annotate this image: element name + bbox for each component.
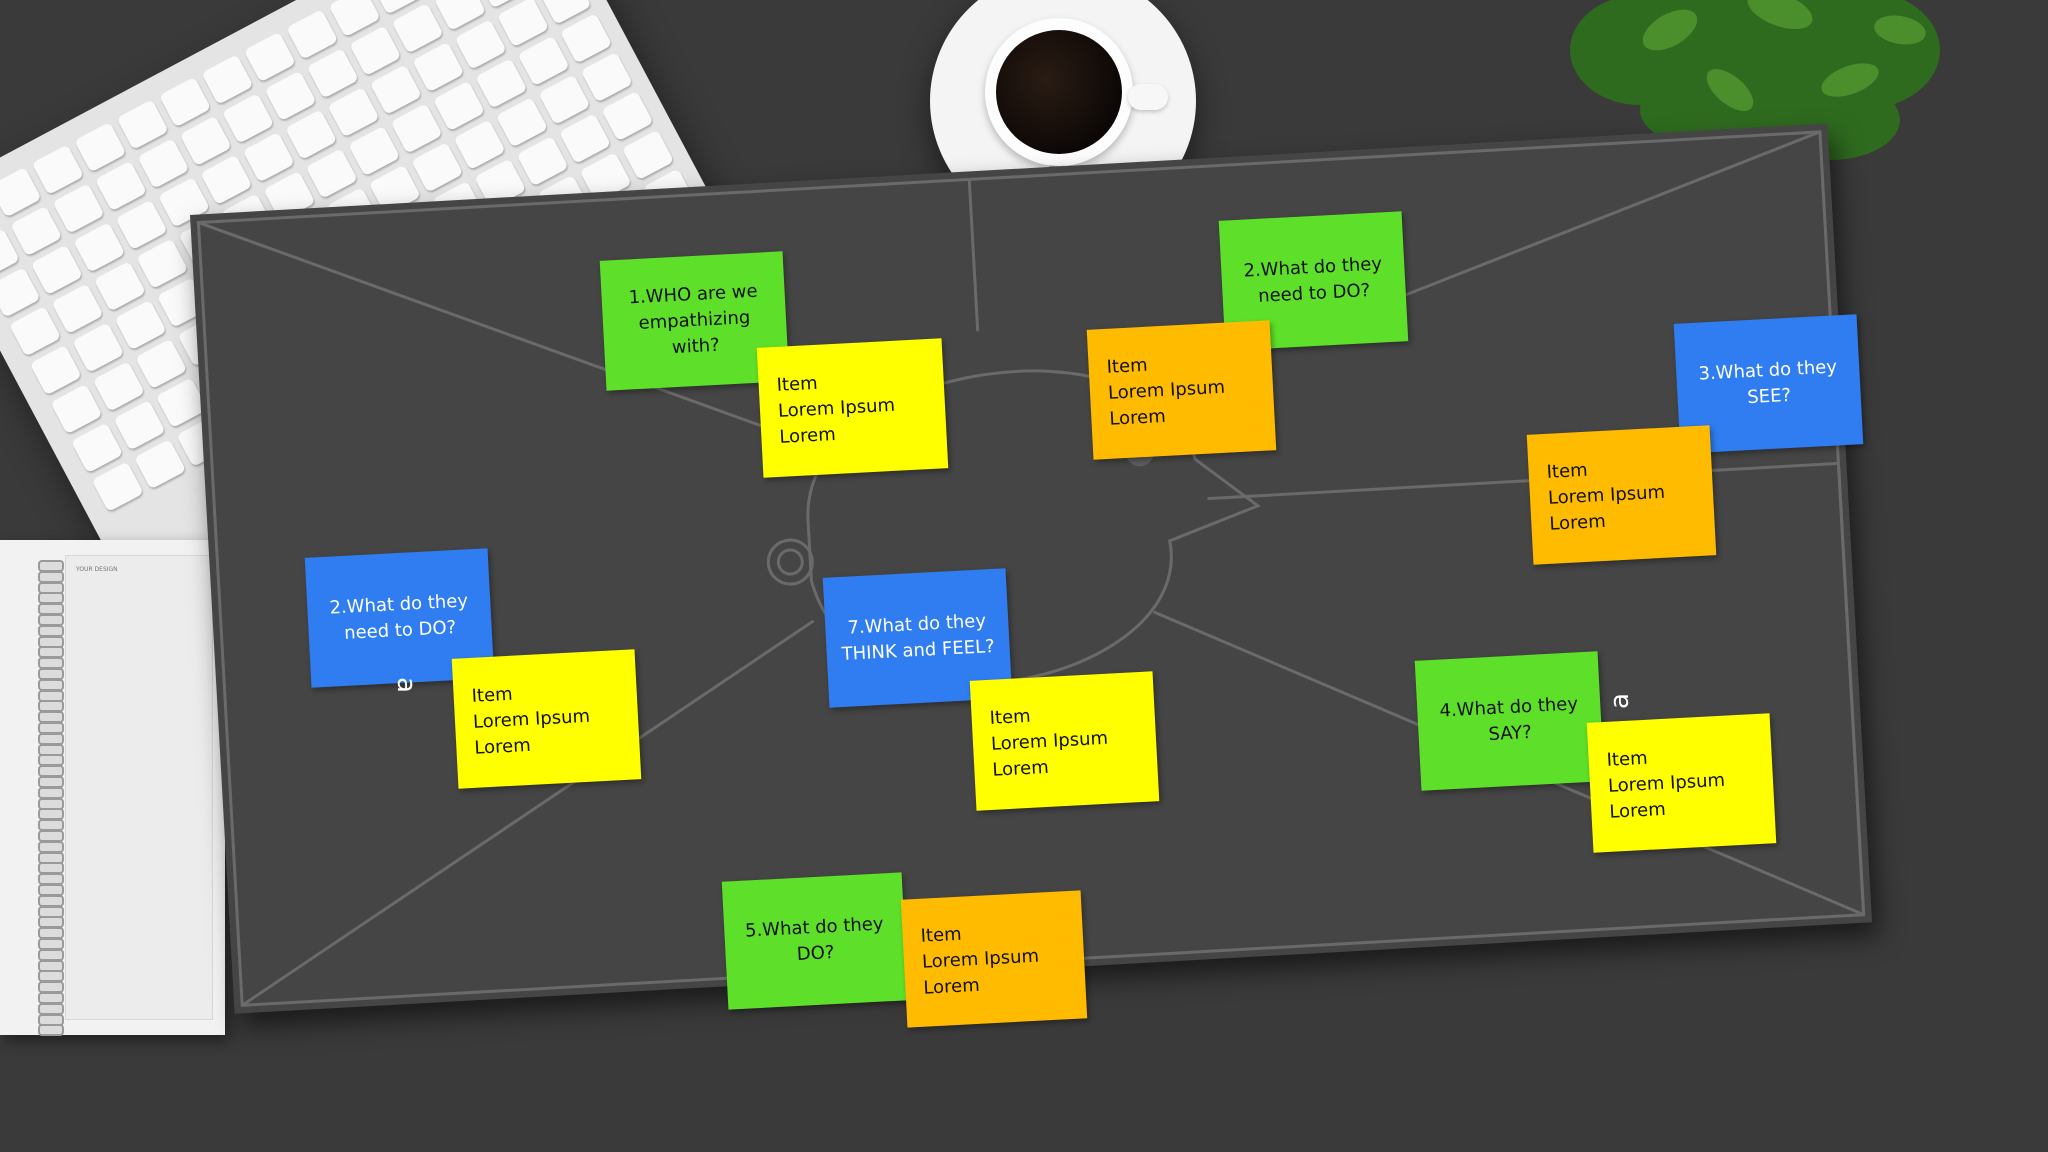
keyboard-key <box>517 35 570 87</box>
keyboard-key <box>243 31 296 83</box>
notebook-ring <box>38 894 64 907</box>
note-text: 2.What do they need to DO? <box>1243 253 1383 307</box>
keyboard-key <box>538 74 591 126</box>
sticky-note-do-left-item[interactable]: Item Lorem Ipsum Lorem <box>451 649 642 789</box>
keyboard-key <box>114 299 167 351</box>
keyboard-key <box>91 461 144 513</box>
cup-handle <box>1128 84 1168 110</box>
keyboard-key <box>116 99 169 150</box>
keyboard-key <box>200 154 253 206</box>
keyboard-key <box>92 361 145 412</box>
notebook-ring <box>38 678 64 691</box>
keyboard-key <box>201 54 254 105</box>
keyboard-key <box>50 383 103 435</box>
keyboard-key <box>454 19 507 70</box>
keyboard-key <box>137 138 190 189</box>
sticky-note-think-item[interactable]: Item Lorem Ipsum Lorem <box>969 671 1160 811</box>
note-text: 5.What do they DO? <box>744 913 885 965</box>
notebook-ring <box>38 570 64 583</box>
plant <box>1570 0 1940 160</box>
keyboard-key <box>136 238 189 290</box>
keyboard-key <box>52 183 105 234</box>
keyboard-key <box>10 205 63 257</box>
keyboard-key <box>29 344 82 396</box>
notebook-ring <box>38 1002 64 1015</box>
sticky-note-say[interactable]: 4.What do they SAY? <box>1414 651 1605 791</box>
keyboard-key <box>31 144 85 195</box>
sticky-note-do-bottom[interactable]: 5.What do they DO? <box>721 872 909 1010</box>
keyboard-key <box>115 199 168 251</box>
notebook-ring <box>38 840 64 853</box>
keyboard-key <box>369 64 423 115</box>
keyboard-key <box>412 41 465 93</box>
keyboard-key <box>135 338 188 390</box>
note-text: 4.What do they SAY? <box>1439 693 1579 746</box>
keyboard-key <box>264 70 317 122</box>
keyboard-key <box>74 121 127 173</box>
keyboard-key <box>390 103 443 154</box>
keyboard-key <box>242 131 295 183</box>
keyboard-key <box>391 2 444 54</box>
keyboard-key <box>327 86 380 138</box>
sticky-note-say-item[interactable]: Item Lorem Ipsum Lorem <box>1586 713 1777 853</box>
notebook-label: YOUR DESIGN <box>76 566 118 573</box>
keyboard-key <box>70 422 124 474</box>
keyboard-key <box>516 135 569 187</box>
keyboard-key <box>93 260 147 312</box>
keyboard-key <box>179 115 232 167</box>
keyboard-key <box>559 13 613 64</box>
keyboard-key <box>306 48 359 99</box>
keyboard-key <box>286 9 339 60</box>
keyboard-key <box>495 97 549 148</box>
sticky-note-do-bottom-item[interactable]: Item Lorem Ipsum Lorem <box>900 890 1088 1028</box>
stray-mark: a <box>390 677 421 693</box>
notebook: YOUR DESIGN <box>0 540 225 1037</box>
notebook-ring <box>38 732 64 745</box>
notebook-ring <box>38 786 64 799</box>
coffee <box>996 30 1122 154</box>
keyboard-key <box>285 109 338 161</box>
note-text: 2.What do they need to DO? <box>329 590 469 644</box>
sticky-note-do-top-item[interactable]: Item Lorem Ipsum Lorem <box>1086 320 1277 460</box>
keyboard-key <box>94 160 148 212</box>
keyboard-key <box>113 400 166 451</box>
keyboard-key <box>411 142 464 193</box>
keyboard-key <box>348 125 401 177</box>
keyboard-key <box>432 80 486 132</box>
notebook-ring <box>38 624 64 637</box>
keyboard-key <box>221 93 275 144</box>
stray-mark: a <box>1604 693 1635 709</box>
keyboard-key <box>305 148 358 199</box>
keyboard-key <box>73 222 126 273</box>
sticky-note-who-item[interactable]: Item Lorem Ipsum Lorem <box>756 338 949 478</box>
keyboard-key <box>475 58 528 109</box>
keyboard-key <box>601 90 654 142</box>
sticky-note-see-item[interactable]: Item Lorem Ipsum Lorem <box>1526 425 1717 565</box>
keyboard-key <box>580 51 633 103</box>
keyboard-key <box>134 438 187 490</box>
notebook-ring <box>38 1024 64 1037</box>
keyboard-key <box>496 0 550 48</box>
keyboard-key <box>349 25 402 77</box>
keyboard-key <box>72 322 125 373</box>
keyboard-key <box>30 244 83 296</box>
note-text: 3.What do they SEE? <box>1698 356 1838 409</box>
keyboard-key <box>558 113 612 164</box>
keyboard-key <box>51 283 104 335</box>
notebook-page: YOUR DESIGN <box>65 555 213 1020</box>
note-text: 1.WHO are we empathizing with? <box>628 280 759 359</box>
keyboard-key <box>621 129 675 181</box>
keyboard-key <box>453 119 506 171</box>
note-text: 7.What do they THINK and FEEL? <box>841 610 996 665</box>
keyboard-key <box>9 306 62 357</box>
keyboard-key <box>158 76 212 128</box>
notebook-ring <box>38 948 64 961</box>
